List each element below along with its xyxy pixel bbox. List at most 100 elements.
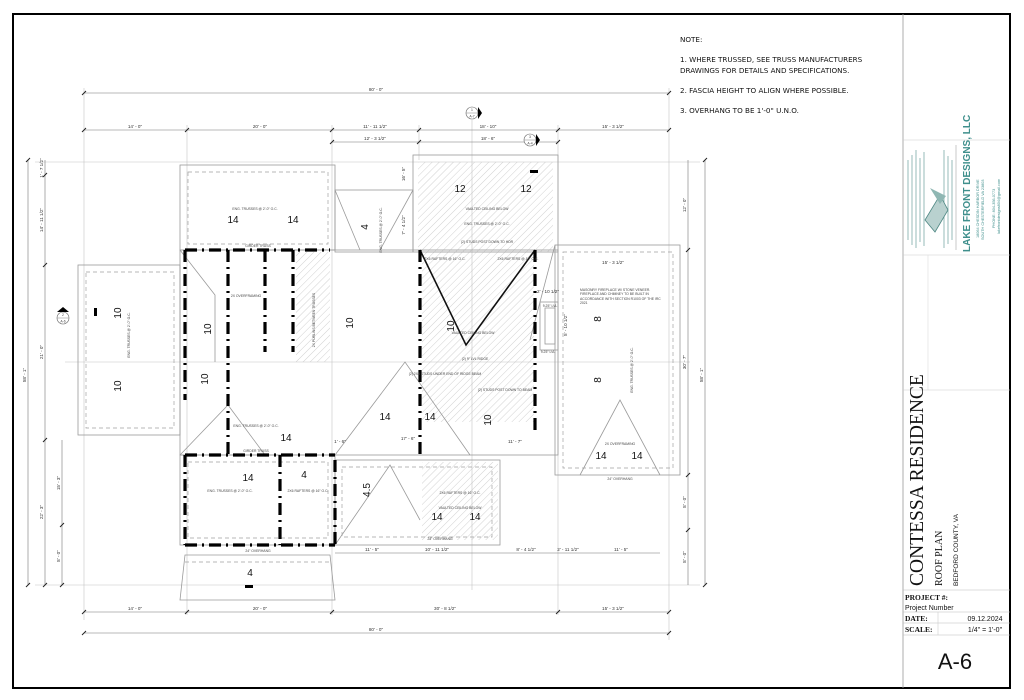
- purlins-label: 2X PURLINS BETWEEN TRUSSES: [312, 292, 316, 347]
- vaulted-label: VAULTED CEILING BELOW: [466, 207, 510, 211]
- dim-bottom: 14' - 0": [128, 606, 143, 611]
- pitch-label: 14: [431, 512, 443, 523]
- dim-top: 14' - 0": [128, 124, 143, 129]
- pitch-label: 4: [301, 470, 307, 481]
- dim-lower: 11' - 5": [614, 547, 628, 552]
- pitch-label: 14: [595, 451, 607, 462]
- trusses-label: ENG. TRUSSES @ 2'-0" O.C.: [127, 312, 131, 357]
- dim-top: 15' - 3 1/2": [602, 124, 624, 129]
- dim-left: 58' - 1": [22, 368, 27, 383]
- svg-text:1: 1: [471, 108, 473, 112]
- pitch-label: 14: [469, 512, 481, 523]
- fireplace-note: MASONRY FIREPLACE W/ STONE VENEER. FIREP…: [580, 288, 661, 306]
- pitch-label: 10: [200, 373, 211, 385]
- post-hdr-label: (2) STUDS POST DOWN TO HDR: [461, 240, 514, 244]
- rafters-label: 2X6 RAFTERS @ 16" O.C.: [287, 489, 328, 493]
- trusses-label: ENG. TRUSSES @ 2'-0" O.C.: [464, 222, 509, 226]
- project-number-label: PROJECT #:: [905, 593, 948, 602]
- pitch-label: 8: [593, 316, 604, 322]
- overhang-label: 24" OVERHANG: [427, 537, 453, 541]
- pitch-label: 4.5: [362, 483, 373, 497]
- pitch-label: 14: [227, 215, 239, 226]
- pitch-label: 14: [379, 412, 391, 423]
- dimension-lines: 80' - 0" 14' - 0" 20' - 0" 11' - 11 1/2"…: [22, 87, 708, 636]
- dim-bottom: 30' - 8 1/2": [434, 606, 456, 611]
- company-email: lakefrontdesigns804@gmail.com: [997, 179, 1001, 234]
- pitch-label: 4: [247, 568, 253, 579]
- dim-interior: 11' - 7": [508, 439, 522, 444]
- trusses-label: ENG. TRUSSES @ 2'-0" O.C.: [379, 207, 383, 252]
- dim-bottom: 15' - 3 1/2": [602, 606, 624, 611]
- company-logo: [907, 145, 957, 250]
- note-line: 3. OVERHANG TO BE 1'-0" U.N.O.: [680, 106, 799, 115]
- vault-valley-lines: [419, 249, 536, 347]
- pitch-label: 12: [454, 184, 466, 195]
- pitch-label: 12: [520, 184, 532, 195]
- rafters-label: 2X6 RAFTERS @ 16" O.C.: [424, 257, 465, 261]
- dim-bottom: 20' - 0": [253, 606, 268, 611]
- svg-text:A-7: A-7: [469, 115, 474, 119]
- pitch-label: 10: [483, 414, 494, 426]
- pitch-label: 10: [203, 323, 214, 335]
- section-marker[interactable]: 3 A-4: [523, 133, 540, 147]
- rafters-label: 2X6 RAFTERS @ 16" O.C.: [497, 257, 538, 261]
- company-phone: PHONE: 804-356-0773: [992, 189, 996, 228]
- dim-top: 20' - 0": [253, 124, 268, 129]
- pitch-label: 14: [280, 433, 292, 444]
- general-notes: NOTE: 1. WHERE TRUSSED, SEE TRUSS MANUFA…: [680, 35, 863, 115]
- lvl-label: 9.25" LVL: [541, 350, 556, 354]
- title-block: LAKE FRONT DESIGNS, LLC 18064 CHESDIN HA…: [902, 14, 1010, 688]
- dim-right: 8' - 0": [682, 551, 687, 563]
- dim-interior: 16' - 5": [401, 167, 406, 182]
- dim-top-second: 18' - 6": [481, 136, 496, 141]
- dim-right: 30' - 7": [682, 355, 687, 370]
- lvl-label: 9.25" LVL: [543, 304, 558, 308]
- sheet-border: [12, 13, 1011, 689]
- roof-plan-drawing: 14 14 12 12 4 10 10 10 10 10 8 8 10 14 1…: [22, 87, 708, 640]
- pitch-label: 14: [424, 412, 436, 423]
- project-number-value: Project Number: [905, 605, 954, 612]
- pitch-label: 8: [593, 377, 604, 383]
- date-value: 09.12.2024: [967, 616, 1002, 623]
- pitch-label: 14: [242, 473, 254, 484]
- dim-interior: 17' - 6": [401, 436, 416, 441]
- post-beam-label: (2) STUDS POST DOWN TO BEAM: [478, 388, 533, 392]
- section-marker[interactable]: 1 A-7: [465, 106, 482, 120]
- dim-lower: 2' - 11 1/2": [557, 547, 579, 552]
- girder-trusses: [183, 248, 537, 547]
- dim-right: 58' - 1": [699, 368, 704, 383]
- girder-label: GIRDER TRUSS: [243, 449, 269, 453]
- pitch-label: 14: [631, 451, 643, 462]
- vaulted-label: VAULTED CEILING BELOW: [439, 506, 483, 510]
- svg-text:A-6: A-6: [60, 320, 65, 324]
- sheet-number: A-6: [938, 649, 972, 674]
- section-marker[interactable]: 2 A-6: [56, 307, 70, 325]
- date-label: DATE:: [905, 614, 928, 623]
- annotation-labels: VAULTED CEILING BELOW ENG. TRUSSES @ 2'-…: [127, 207, 661, 553]
- dim-left: 8' - 0": [56, 550, 61, 562]
- overhang-label: 24" OVERHANG: [245, 549, 271, 553]
- dim-bottom-overall: 80' - 0": [369, 627, 384, 632]
- overframing-label: 2X OVERFRAMING: [605, 442, 636, 446]
- dim-left: 15' - 3": [56, 476, 61, 491]
- pitch-label: 10: [446, 320, 457, 332]
- trusses-label: ENG. TRUSSES @ 2'-0" O.C.: [232, 207, 277, 211]
- dim-top: 18' - 10": [480, 124, 497, 129]
- project-name: CONTESSA RESIDENCE: [907, 374, 928, 586]
- vaulted-hatch-areas: [296, 162, 553, 540]
- dim-interior: 7' - 4 1/2": [401, 215, 406, 235]
- svg-text:A-4: A-4: [527, 142, 532, 146]
- dim-top-second: 12' - 3 1/2": [364, 136, 386, 141]
- wall-lines-dashed: [85, 171, 674, 563]
- trusses-label: ENG. TRUSSES @ 2'-0" O.C.: [630, 347, 634, 392]
- scale-value: 1/4" = 1'-0": [968, 627, 1003, 634]
- dim-left: 21' - 0": [39, 345, 44, 360]
- vaulted-label: VAULTED CEILING BELOW: [452, 331, 496, 335]
- pitch-labels: 14 14 12 12 4 10 10 10 10 10 8 8 10 14 1…: [113, 184, 643, 579]
- dim-left: 22' - 3": [39, 505, 44, 520]
- dim-interior: 15' - 3 1/2": [602, 260, 624, 265]
- pitch-label: 10: [113, 307, 124, 319]
- trusses-label: ENG. TRUSSES @ 2'-0" O.C.: [233, 424, 278, 428]
- dim-left: 1' - 7 1/2": [39, 158, 44, 178]
